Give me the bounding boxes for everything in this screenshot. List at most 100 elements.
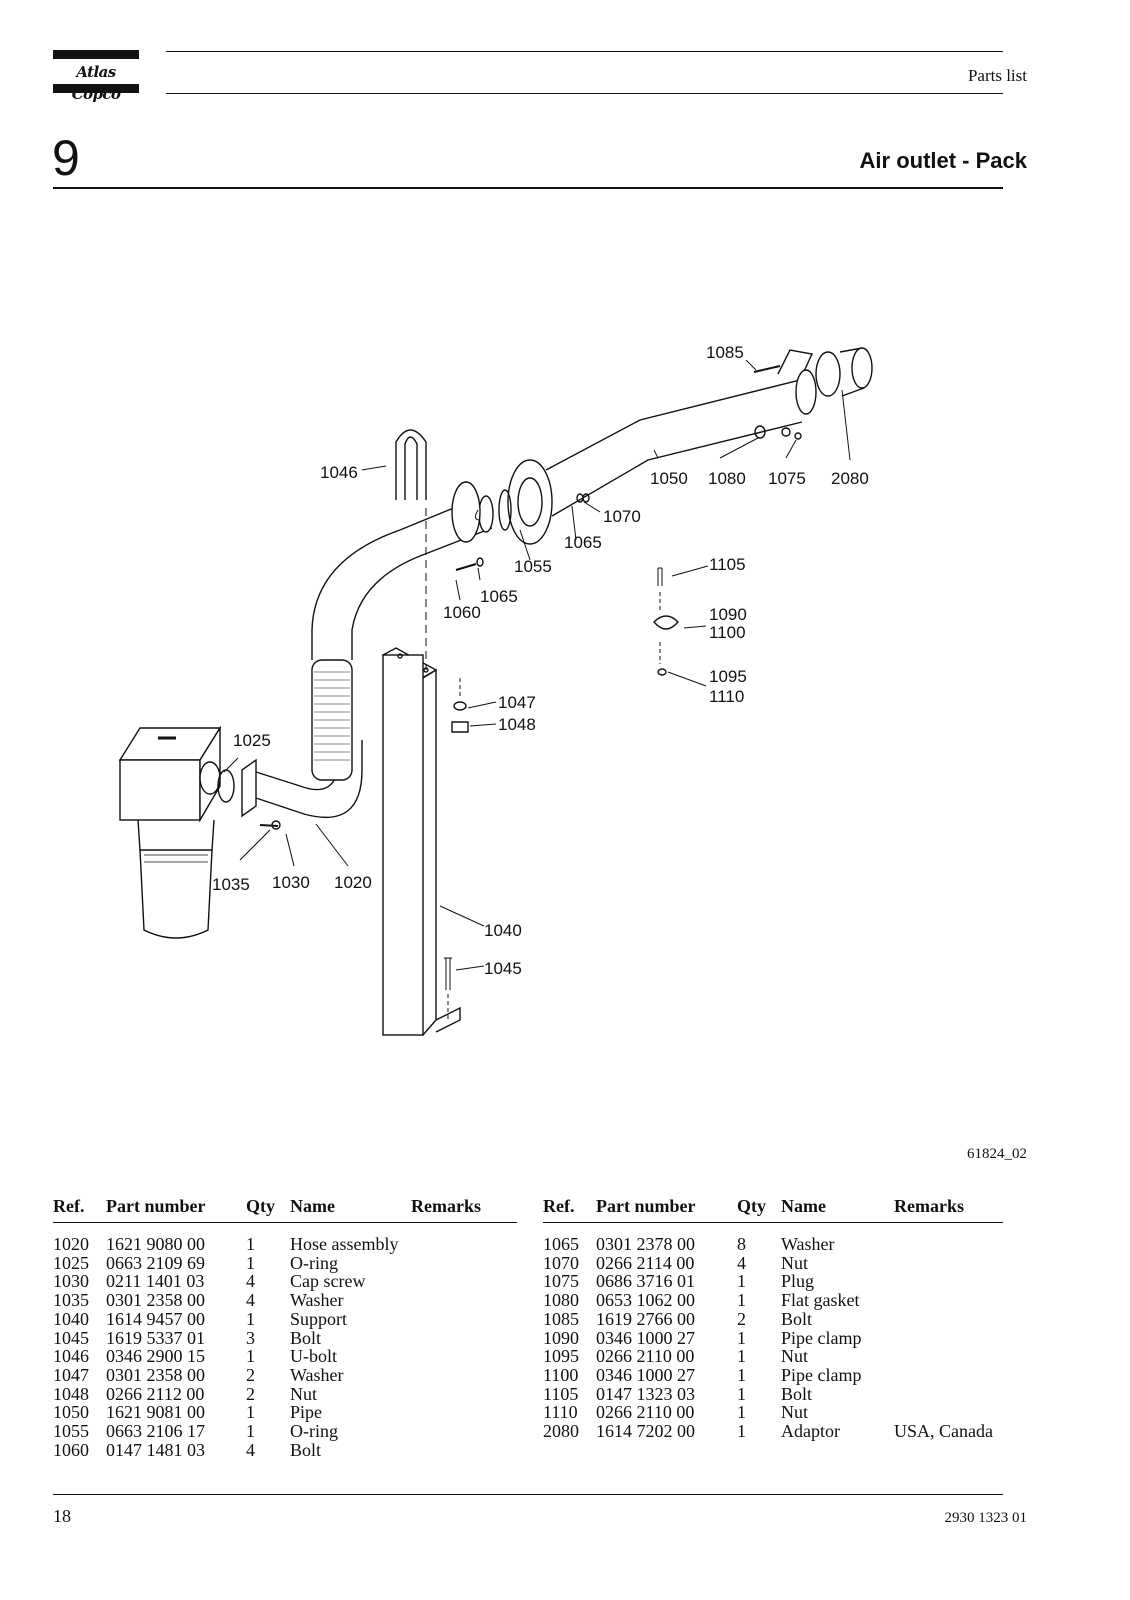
name-cell: Hose assembly xyxy=(290,1234,399,1254)
ref-cell: 1060 xyxy=(53,1439,89,1460)
hose-assembly xyxy=(241,481,494,819)
remarks-cell xyxy=(411,1422,517,1441)
name-cell: Pipe clamp xyxy=(781,1364,862,1385)
ref-cell: 2080 xyxy=(543,1421,579,1442)
logo-bar-top xyxy=(53,50,139,59)
callout-1075: 1075 xyxy=(768,469,806,488)
qty-cell: 1 xyxy=(246,1308,255,1329)
name-cell: Nut xyxy=(290,1383,317,1404)
col-remarks: Remarks xyxy=(894,1196,1003,1223)
table-row: 1040 1614 9457 00 1 Support xyxy=(53,1310,517,1329)
callout-1065-upper: 1065 xyxy=(564,533,602,552)
part-number-cell: 0266 2114 00 xyxy=(596,1252,695,1273)
qty-cell: 1 xyxy=(737,1290,746,1311)
callout-1055: 1055 xyxy=(514,557,552,576)
part-number-cell: 0301 2378 00 xyxy=(596,1234,695,1254)
qty-cell: 2 xyxy=(246,1383,255,1404)
col-name: Name xyxy=(290,1196,411,1223)
footer-rule xyxy=(53,1494,1003,1495)
remarks-cell: USA, Canada xyxy=(894,1421,993,1442)
ref-cell: 1080 xyxy=(543,1290,579,1311)
filter-housing xyxy=(118,725,222,939)
qty-cell: 4 xyxy=(246,1290,255,1311)
name-cell: Cap screw xyxy=(290,1271,366,1292)
callout-1080: 1080 xyxy=(708,469,746,488)
section-title: Air outlet - Pack xyxy=(859,148,1027,173)
callout-1045: 1045 xyxy=(484,959,522,978)
part-number-cell: 1621 9080 00 xyxy=(106,1234,205,1254)
part-number-cell: 0346 1000 27 xyxy=(596,1327,695,1348)
qty-cell: 1 xyxy=(737,1271,746,1292)
table-row: 1060 0147 1481 03 4 Bolt xyxy=(53,1441,517,1460)
qty-cell: 2 xyxy=(246,1364,255,1385)
part-number-cell: 1621 9081 00 xyxy=(106,1402,205,1423)
chapter-number: 9 xyxy=(52,130,80,186)
exploded-view-drawing: 1085 1046 1050 1080 1075 2080 1070 1065 … xyxy=(118,343,873,1036)
callout-1110: 1110 xyxy=(709,687,744,706)
callout-1060: 1060 xyxy=(443,603,481,622)
remarks-cell xyxy=(411,1366,517,1385)
remarks-cell xyxy=(894,1329,1003,1348)
part-number-cell: 1619 5337 01 xyxy=(106,1327,205,1348)
qty-cell: 4 xyxy=(246,1439,255,1460)
part-number-cell: 0686 3716 01 xyxy=(596,1271,695,1292)
part-number-cell: 0147 1481 03 xyxy=(106,1439,205,1460)
ref-cell: 1040 xyxy=(53,1308,89,1329)
ref-cell: 1105 xyxy=(543,1383,579,1404)
remarks-cell xyxy=(411,1441,517,1460)
adaptor-2080 xyxy=(815,347,873,397)
name-cell: Bolt xyxy=(781,1308,813,1329)
col-name: Name xyxy=(781,1196,894,1223)
ref-cell: 1095 xyxy=(543,1346,579,1367)
ref-cell: 1065 xyxy=(543,1234,579,1254)
remarks-cell xyxy=(411,1329,517,1348)
remarks-cell xyxy=(411,1347,517,1366)
ref-cell: 1030 xyxy=(53,1271,89,1292)
qty-cell: 1 xyxy=(737,1421,746,1442)
name-cell: O-ring xyxy=(290,1421,338,1442)
qty-cell: 4 xyxy=(737,1252,746,1273)
callout-1065-lower: 1065 xyxy=(480,587,518,606)
callout-1100: 1100 xyxy=(709,623,746,642)
qty-cell: 1 xyxy=(246,1252,255,1273)
col-part-number: Part number xyxy=(596,1196,737,1223)
name-cell: Bolt xyxy=(290,1439,322,1460)
name-cell: Washer xyxy=(290,1290,344,1311)
part-number-cell: 1614 9457 00 xyxy=(106,1308,205,1329)
remarks-cell xyxy=(894,1272,1003,1291)
page-number: 18 xyxy=(53,1506,71,1526)
callout-1090: 1090 xyxy=(709,605,747,624)
qty-cell: 3 xyxy=(246,1327,255,1348)
part-number-cell: 1614 7202 00 xyxy=(596,1421,695,1442)
part-number-cell: 0346 2900 15 xyxy=(106,1346,205,1367)
col-part-number: Part number xyxy=(106,1196,246,1223)
callout-1046: 1046 xyxy=(320,463,358,482)
ref-cell: 1048 xyxy=(53,1383,89,1404)
name-cell: Flat gasket xyxy=(781,1290,860,1311)
remarks-cell xyxy=(411,1272,517,1291)
ref-cell: 1045 xyxy=(53,1327,89,1348)
title-rule xyxy=(53,187,1003,189)
qty-cell: 4 xyxy=(246,1271,255,1292)
name-cell: Plug xyxy=(781,1271,815,1292)
ref-cell: 1075 xyxy=(543,1271,579,1292)
col-qty: Qty xyxy=(246,1196,290,1223)
remarks-cell xyxy=(411,1254,517,1273)
callout-1105: 1105 xyxy=(709,555,746,574)
part-number-cell: 0211 1401 03 xyxy=(106,1271,205,1292)
name-cell: Support xyxy=(290,1308,348,1329)
qty-cell: 1 xyxy=(737,1383,746,1404)
table-row: 1075 0686 3716 01 1 Plug xyxy=(543,1272,1003,1291)
col-qty: Qty xyxy=(737,1196,781,1223)
